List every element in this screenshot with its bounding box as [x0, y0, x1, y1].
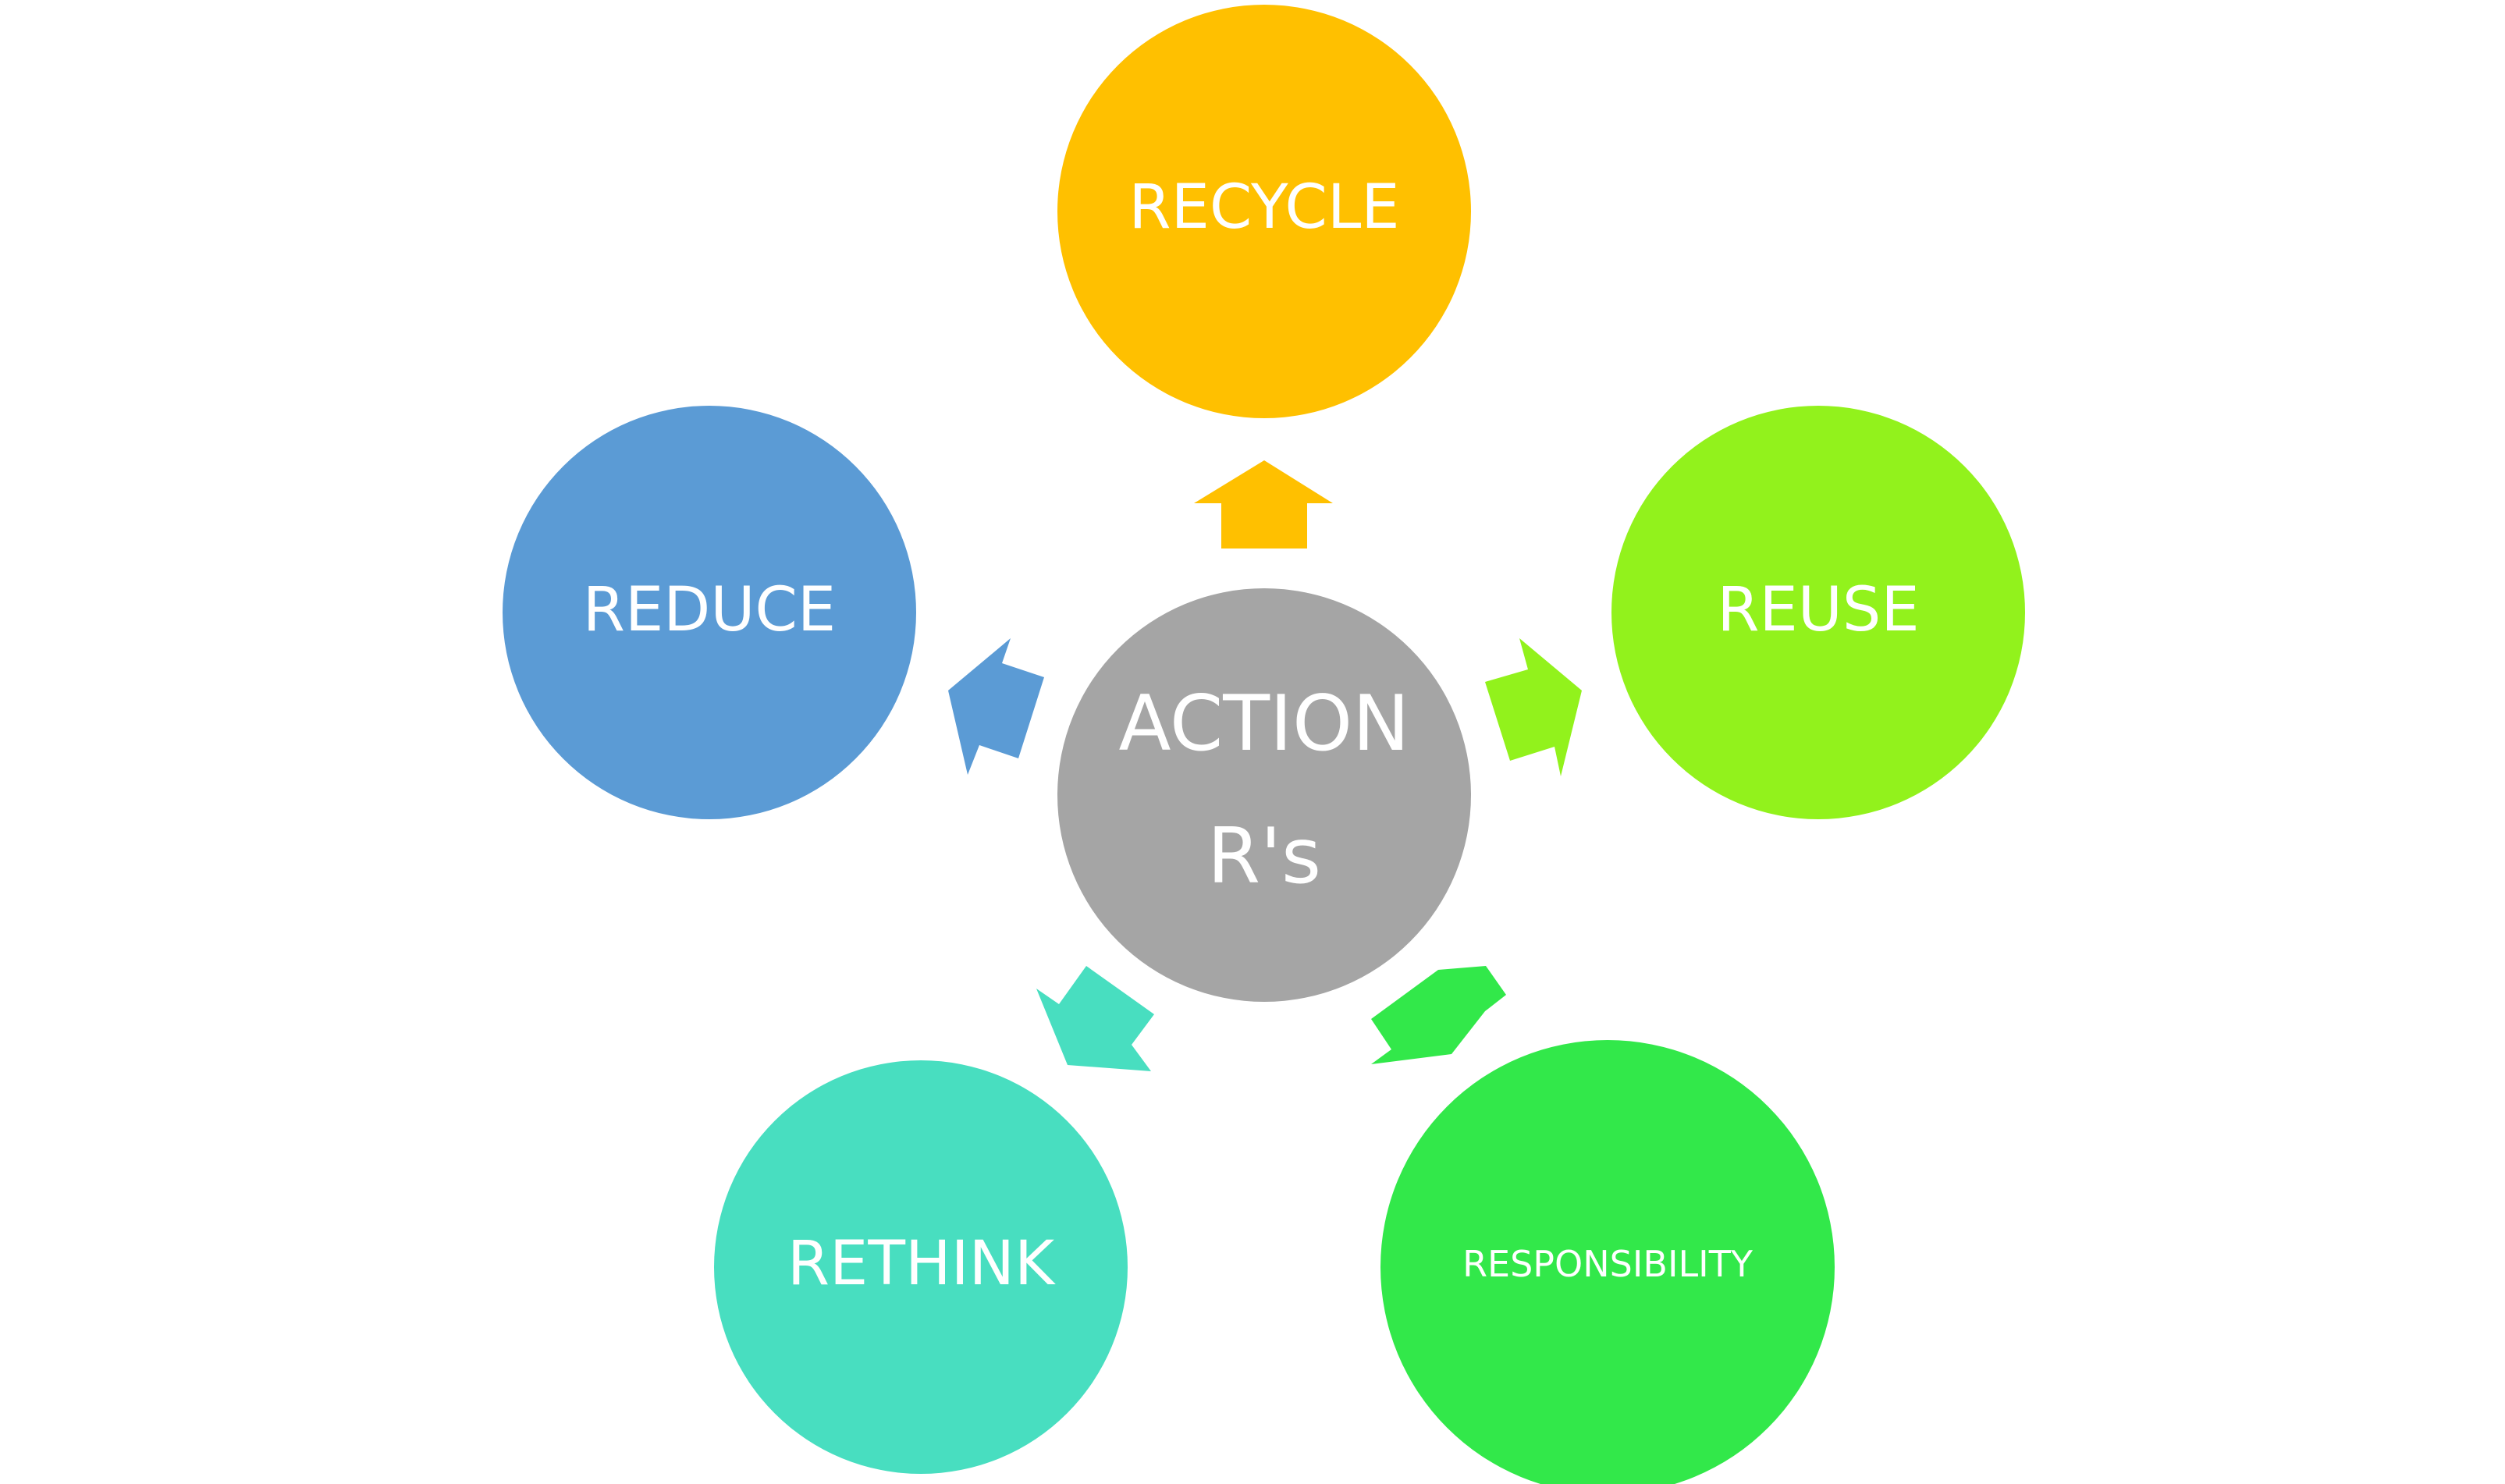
node-responsibility — [1380, 1040, 1835, 1484]
node-recycle — [1057, 5, 1471, 418]
center-label-line2: R's — [1207, 812, 1321, 901]
node-center — [1057, 588, 1471, 1002]
center-label-line1: ACTION — [1119, 680, 1410, 769]
node-reuse — [1611, 406, 2025, 819]
arrow-to-recycle — [1194, 460, 1333, 549]
arrow-to-reduce — [948, 638, 1044, 775]
node-rethink — [714, 1060, 1128, 1474]
arrow-to-rethink — [1036, 966, 1154, 1071]
node-reduce — [503, 406, 916, 819]
label-responsibility: RESPONSIBILITY — [1462, 1243, 1754, 1285]
label-reduce: REDUCE — [583, 575, 836, 645]
label-recycle: RECYCLE — [1128, 172, 1399, 243]
arrow-to-reuse — [1485, 638, 1582, 776]
arrow-to-responsibility — [1371, 966, 1506, 1064]
label-reuse: REUSE — [1717, 575, 1919, 645]
label-rethink: RETHINK — [787, 1229, 1056, 1299]
